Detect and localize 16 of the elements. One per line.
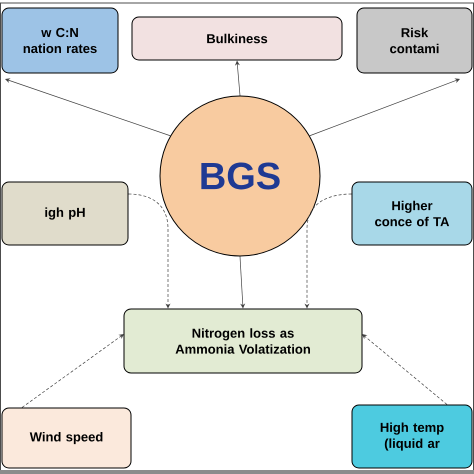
- factor-box: w C:N nation rates: [2, 8, 118, 74]
- arrow: [240, 256, 246, 308]
- arrow: [309, 78, 460, 136]
- factor-box: Higher conce of TA: [352, 182, 472, 246]
- factor-box: Wind speed: [2, 408, 132, 468]
- factor-box: High temp (liquid ar: [352, 404, 472, 468]
- factor-box: igh pH: [2, 182, 128, 246]
- arrow: [362, 334, 448, 405]
- arrow: [234, 60, 240, 96]
- factor-box: Bulkiness: [132, 16, 342, 60]
- factor-box: Risk contami: [356, 8, 472, 74]
- factor-box: Nitrogen loss as Ammonia Volatization: [124, 308, 362, 374]
- arrow: [5, 78, 171, 136]
- arrow: [22, 334, 124, 408]
- arrow: [128, 194, 171, 308]
- circle-node: BGS: [160, 96, 320, 256]
